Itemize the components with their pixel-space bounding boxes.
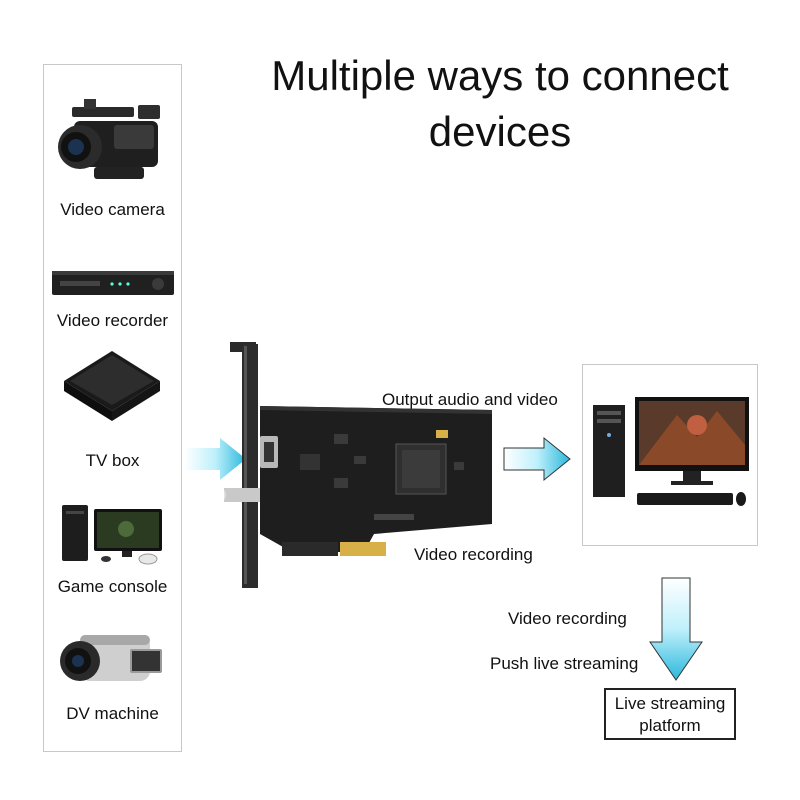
device-label-video-camera: Video camera [60,200,165,219]
device-label-dv-machine: DV machine [66,704,159,723]
live-streaming-platform-box: Live streaming platform [604,688,736,740]
device-label-video-recorder: Video recorder [56,311,169,330]
video-recorder-icon [52,271,174,295]
capture-card-image [224,342,492,588]
page-title: Multiple ways to connect devices [271,52,729,155]
stream-down-arrow-icon [649,577,703,681]
desktop-computer-icon [593,397,749,506]
video-recording-stream-label: Video recording [508,609,627,628]
tv-box-icon [64,351,160,421]
game-console-icon [62,505,162,565]
dv-machine-icon [60,635,162,681]
device-label-tv-box: TV box [85,451,140,470]
computer-frame [582,364,758,546]
output-arrow-icon [503,436,571,482]
output-audio-video-label: Output audio and video [382,390,558,409]
source-device-panel: Video camera Video recorder TV box Game … [43,64,182,752]
input-arrow-icon [184,438,246,480]
device-label-game-console: Game console [57,577,168,596]
push-live-streaming-label: Push live streaming [490,654,639,673]
video-recording-card-label: Video recording [414,545,533,564]
video-camera-icon [58,99,160,179]
